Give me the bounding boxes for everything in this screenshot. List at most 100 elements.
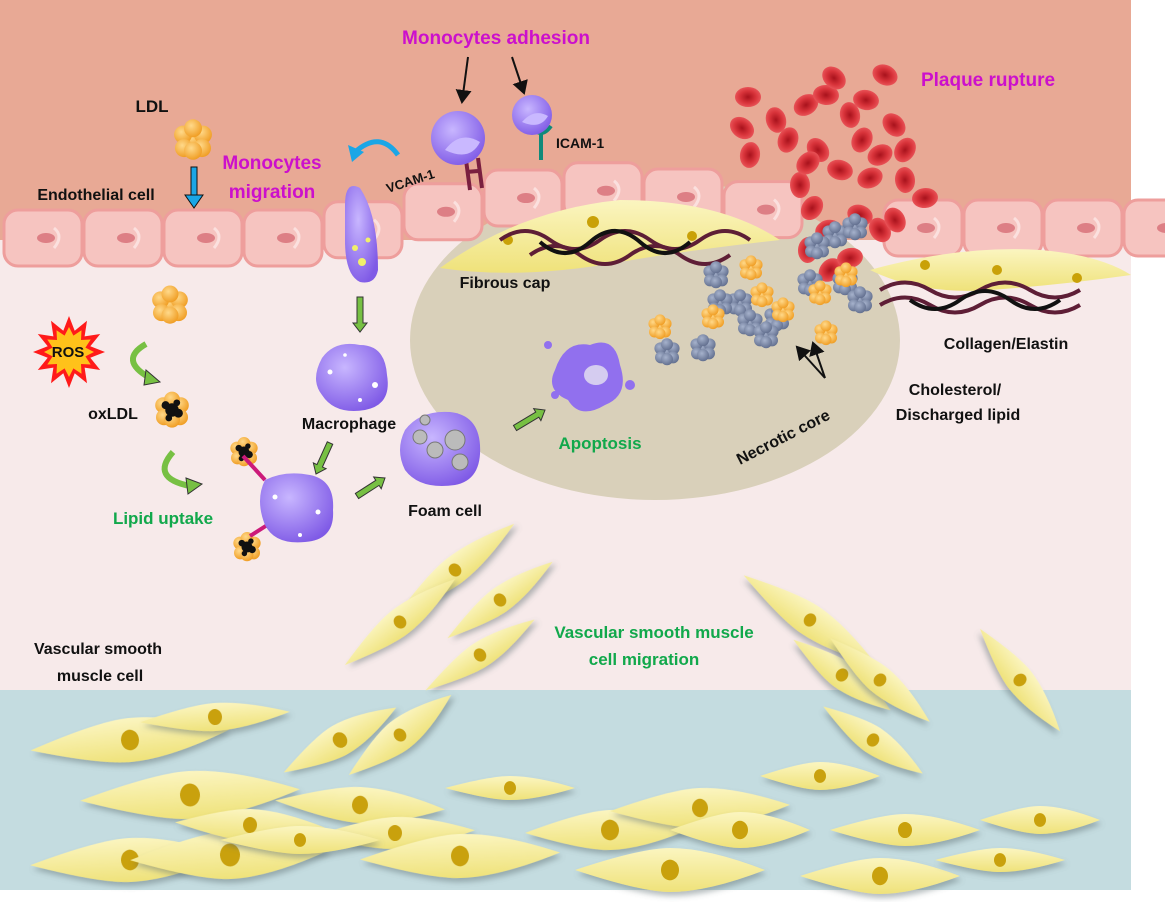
arrow-icon	[354, 476, 386, 500]
label-vsmc-migration: Vascular smooth muscle	[554, 623, 753, 642]
curved-arrow-icon	[161, 450, 191, 489]
cholesterol-particle-icon	[847, 286, 873, 314]
smooth-muscle-cell-icon	[979, 628, 1061, 732]
elastin-fiber	[908, 289, 1062, 311]
arrow-icon	[312, 441, 334, 475]
smc-nucleus	[920, 260, 930, 270]
red-blood-cell-icon	[793, 94, 819, 116]
elastin-fiber	[538, 229, 692, 255]
label-monocytes-migration: Monocytes	[222, 153, 321, 174]
smooth-muscle-cell-icon	[575, 848, 765, 892]
smooth-muscle-cell-icon	[823, 706, 923, 774]
monocyte-icon	[431, 111, 485, 165]
curved-arrow-icon-head	[348, 145, 364, 162]
collagen-elastin-right	[870, 249, 1131, 315]
smc-nucleus	[1072, 273, 1082, 283]
label-apoptosis: Apoptosis	[558, 434, 641, 453]
fibrous-cap	[440, 200, 780, 273]
endothelial-cell-icon	[242, 208, 324, 268]
ros-starburst-icon	[33, 316, 105, 388]
adhering-monocyte	[431, 111, 485, 191]
smooth-muscle-cell-icon	[793, 639, 891, 711]
smooth-muscle-cell-icon	[344, 578, 456, 666]
endothelial-cell-icon	[1122, 198, 1165, 258]
smooth-muscle-cell-icon	[670, 812, 810, 848]
label-vsmc: muscle cell	[57, 668, 143, 685]
red-blood-cell-icon	[813, 84, 839, 106]
ldl-particle-icon	[739, 255, 763, 281]
ldl-particle-icon	[152, 285, 188, 324]
label-collagen-elastin: Collagen/Elastin	[944, 336, 1068, 353]
smooth-muscle-cell-icon	[830, 814, 980, 846]
endothelial-layer	[2, 161, 1165, 268]
endothelial-cell-icon	[162, 208, 244, 268]
foam-cell-icon	[400, 411, 481, 486]
red-blood-cell-icon	[735, 87, 761, 107]
smooth-muscle-cell-icon	[425, 619, 535, 691]
lipid-uptake-macrophage-icon	[241, 454, 334, 543]
label-fibrous-cap: Fibrous cap	[460, 275, 551, 292]
endothelial-cell-icon	[82, 208, 164, 268]
red-blood-cell-icon	[789, 172, 811, 198]
cholesterol-particle-icon	[654, 338, 680, 366]
curved-arrow-icon-head	[185, 477, 204, 495]
label-monocytes-migration: migration	[229, 182, 316, 203]
endothelial-cell-icon	[2, 208, 84, 268]
oxldl-particle-icon	[155, 391, 189, 428]
smc-nucleus	[587, 216, 599, 228]
smooth-muscle-cell-icon	[743, 575, 877, 665]
ldl-particle-icon	[750, 282, 774, 308]
down-arrow-icon	[184, 166, 204, 209]
arrow-icon	[809, 341, 826, 379]
red-blood-cell-icon	[839, 102, 861, 128]
red-blood-cell-icon	[872, 64, 898, 86]
smooth-muscle-cell-icon	[800, 858, 960, 894]
smc-nucleus	[687, 231, 697, 241]
adhering-monocyte	[512, 95, 553, 160]
label-vsmc-migration: cell migration	[589, 650, 700, 669]
red-blood-cell-icon	[827, 159, 853, 181]
red-blood-cell-icon	[800, 195, 824, 221]
smooth-muscle-cell-icon	[935, 848, 1065, 872]
cholesterol-particle-icon	[804, 232, 830, 260]
endothelial-cell-icon	[1042, 198, 1124, 258]
smooth-muscle-cell-icon	[80, 770, 300, 820]
lipid-particles	[648, 213, 873, 366]
red-blood-cell-icon	[777, 127, 799, 153]
red-blood-cell-icon	[869, 217, 891, 243]
label-ldl: LDL	[135, 97, 168, 116]
smc-nucleus	[992, 265, 1002, 275]
monocyte-nucleus	[522, 113, 548, 125]
red-blood-cell-icon	[894, 137, 916, 163]
monocyte-nucleus	[445, 137, 480, 155]
cholesterol-particle-icon	[842, 213, 868, 241]
arrow-icon	[455, 56, 472, 104]
label-macrophage: Macrophage	[302, 416, 396, 433]
arrow-icon	[511, 56, 528, 95]
smooth-muscle-cells	[30, 523, 1100, 894]
label-icam1: ICAM-1	[556, 135, 604, 151]
endothelial-cell-icon	[962, 198, 1044, 258]
smooth-muscle-cell-icon	[348, 694, 452, 776]
cholesterol-particle-icon	[727, 289, 753, 317]
smooth-muscle-cell-icon	[830, 638, 930, 722]
red-blood-cell-icon	[912, 187, 938, 209]
red-blood-cell-icon	[867, 144, 893, 166]
label-cholesterol: Discharged lipid	[896, 407, 1020, 424]
red-blood-cell-icon	[894, 167, 916, 193]
ldl-particle-icon	[808, 280, 832, 306]
label-plaque-rupture: Plaque rupture	[921, 70, 1055, 91]
label-foam-cell: Foam cell	[408, 503, 482, 520]
label-lipid-uptake: Lipid uptake	[113, 509, 213, 528]
ldl-particle-icon	[814, 320, 838, 346]
ldl-particle-icon	[648, 314, 672, 340]
smooth-muscle-cell-icon	[275, 786, 445, 824]
migrating-monocyte	[345, 186, 378, 283]
apoptotic-cell-icon	[544, 341, 635, 412]
smooth-muscle-cell-icon	[980, 806, 1100, 834]
arrow-icon	[795, 345, 826, 379]
red-blood-cell-icon	[857, 167, 883, 189]
label-ros: ROS	[52, 344, 85, 361]
curved-arrow-icon-head	[143, 369, 162, 386]
